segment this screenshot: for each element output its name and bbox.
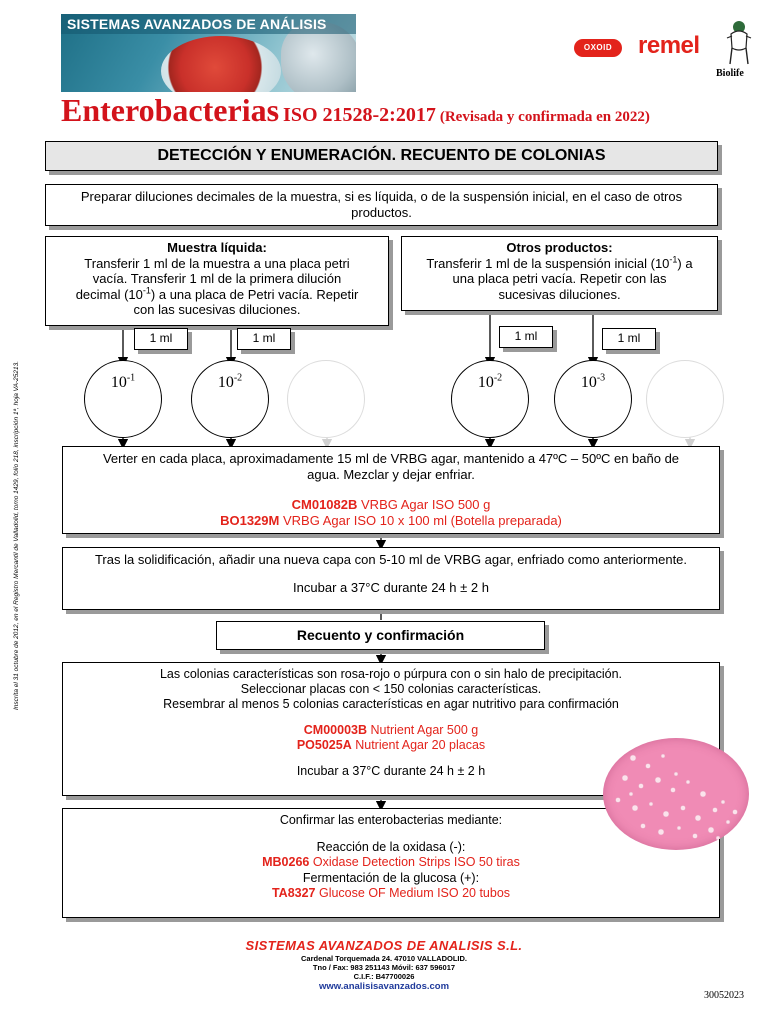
transfer-label: 1 ml — [237, 328, 291, 350]
product-line: MB0266 Oxidase Detection Strips ISO 50 t… — [262, 855, 520, 869]
dilution-plate: 10-2 — [451, 360, 529, 438]
registry-note: Inscrita el 31 octubre de 2012, en el Re… — [13, 360, 20, 710]
footer-phone: Tno / Fax: 983 251143 Móvil: 637 596017 — [312, 963, 456, 972]
transfer-label: 1 ml — [602, 328, 656, 350]
page-title: Enterobacterias ISO 21528-2:2017 (Revisa… — [61, 92, 650, 129]
title-main: Enterobacterias — [61, 92, 280, 128]
overlay-agar-box: Tras la solidificación, añadir una nueva… — [62, 547, 720, 610]
other-products-box: Otros productos: Transferir 1 ml de la s… — [401, 236, 718, 311]
dilution-plate: 10-3 — [554, 360, 632, 438]
dilution-plate: 10-1 — [84, 360, 162, 438]
incubate-text: Incubar a 37°C durante 24 h ± 2 h — [296, 764, 486, 778]
pour-agar-box: Verter en cada placa, aproximadamente 15… — [62, 446, 720, 534]
footer-address: Cardenal Torquemada 24. 47010 VALLADOLID… — [300, 954, 468, 963]
remel-logo: remel — [638, 32, 700, 59]
count-colonies-box: Las colonias características son rosa-ro… — [62, 662, 720, 796]
incubate-text: Incubar a 37°C durante 24 h ± 2 h — [293, 579, 489, 595]
product-line: PO5025A Nutrient Agar 20 placas — [296, 738, 486, 752]
product-line: CM01082B VRBG Agar ISO 500 g — [291, 497, 491, 512]
product-line: TA8327 Glucose OF Medium ISO 20 tubos — [271, 886, 511, 900]
other-line3: sucesivas diluciones. — [498, 286, 621, 302]
prep-dilutions-box: Preparar diluciones decimales de la mues… — [45, 184, 718, 226]
other-line1: Transferir 1 ml de la suspensión inicial… — [426, 254, 693, 271]
colonies-dots — [615, 753, 738, 841]
oxoid-logo: OXOID — [574, 39, 622, 57]
footer-company: SISTEMAS AVANZADOS DE ANALISIS S.L. — [245, 938, 523, 953]
title-standard: ISO 21528-2:2017 — [283, 104, 436, 126]
section-count-heading: Recuento y confirmación — [216, 621, 545, 650]
other-line2: una placa petri vacía. Repetir con las — [452, 271, 667, 286]
other-heading: Otros productos: — [506, 240, 613, 255]
liquid-sample-box: Muestra líquida: Transferir 1 ml de la m… — [45, 236, 389, 326]
liquid-heading: Muestra líquida: — [167, 240, 267, 255]
liquid-line3: decimal (10-1) a una placa de Petri vací… — [75, 285, 359, 302]
dilution-plate: 10-2 — [191, 360, 269, 438]
product-line: CM00003B Nutrient Agar 500 g — [303, 723, 479, 737]
document-code: 30052023 — [704, 990, 744, 1001]
title-note: (Revisada y confirmada en 2022) — [439, 109, 650, 125]
transfer-label: 1 ml — [134, 328, 188, 350]
confirm-box: Confirmar las enterobacterias mediante: … — [62, 808, 720, 918]
colonies-photo — [603, 738, 749, 850]
liquid-line4: con las sucesivas diluciones. — [133, 302, 301, 317]
dilution-plate-empty — [287, 360, 365, 438]
section-detection-heading: DETECCIÓN Y ENUMERACIÓN. RECUENTO DE COL… — [45, 141, 718, 171]
transfer-label: 1 ml — [499, 326, 553, 348]
biolife-figure-icon — [726, 21, 752, 65]
petri-dish-image — [161, 36, 281, 92]
liquid-line1: Transferir 1 ml de la muestra a una plac… — [84, 255, 350, 271]
header-banner-image: SISTEMAS AVANZADOS DE ANÁLISIS — [61, 14, 356, 92]
liquid-line2: vacía. Transferir 1 ml de la primera dil… — [92, 271, 342, 286]
banner-title: SISTEMAS AVANZADOS DE ANÁLISIS — [61, 14, 356, 34]
product-line: BO1329M VRBG Agar ISO 10 x 100 ml (Botel… — [220, 512, 562, 528]
footer-website-link[interactable]: www.analisisavanzados.com — [318, 981, 450, 992]
dilution-plate-empty — [646, 360, 724, 438]
footer-cif: C.I.F.: B47700026 — [353, 972, 415, 981]
biolife-logo-text: Biolife — [716, 68, 744, 79]
